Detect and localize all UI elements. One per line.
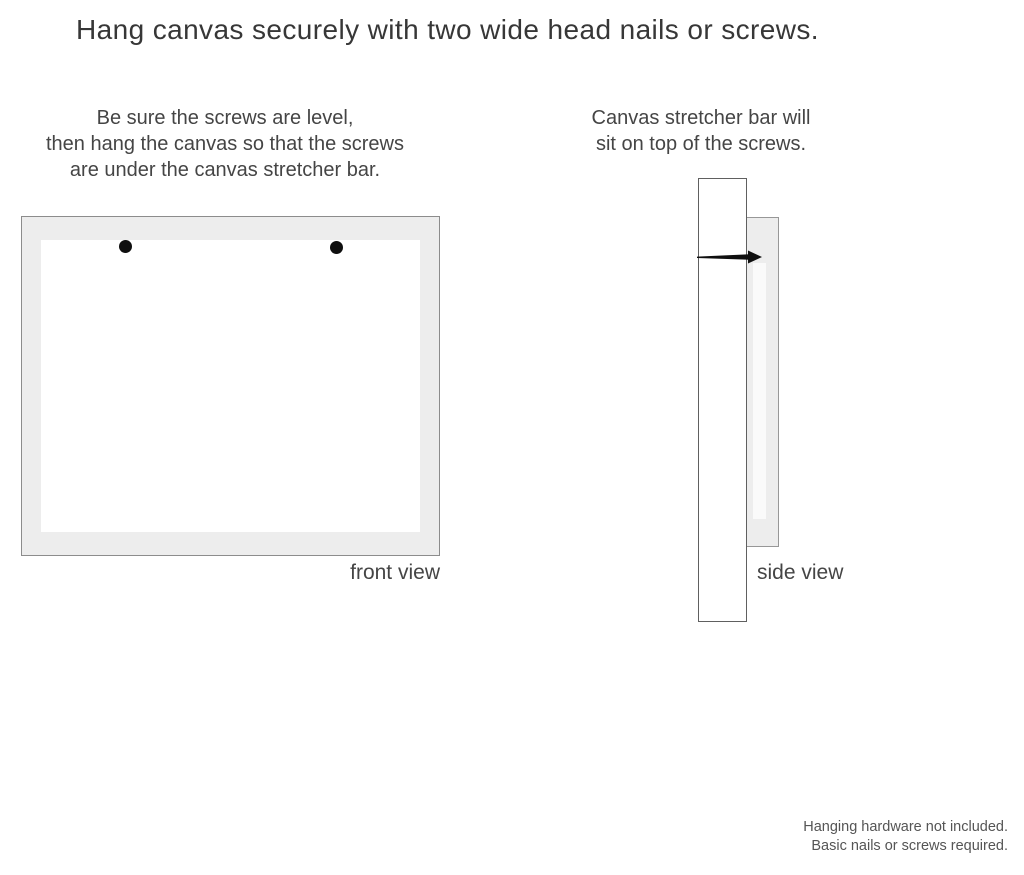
instruction-line: then hang the canvas so that the screws (46, 133, 404, 155)
instruction-line: Be sure the screws are level, (96, 107, 354, 129)
front-view-instructions: Be sure the screws are level, then hang … (20, 105, 430, 183)
instruction-line: sit on top of the screws. (595, 133, 807, 155)
side-view-canvas-profile (745, 217, 779, 547)
side-view-stretcher-bar (698, 178, 747, 622)
front-view-canvas-face (41, 240, 420, 532)
front-view-label: front view (350, 561, 440, 584)
screw-dot-icon (330, 241, 343, 254)
page-title: Hang canvas securely with two wide head … (76, 14, 819, 45)
hardware-note-line: Hanging hardware not included. (803, 819, 1008, 835)
hardware-note-line: Basic nails or screws required. (811, 837, 1008, 854)
side-view-instructions: Canvas stretcher bar will sit on top of … (556, 105, 846, 157)
side-view-label: side view (757, 561, 844, 584)
instruction-line: Canvas stretcher bar will (591, 107, 811, 129)
nail-icon (697, 250, 762, 264)
instruction-line: are under the canvas stretcher bar. (69, 159, 381, 181)
hardware-note: Hanging hardware not included. Basic nai… (803, 818, 1008, 855)
screw-dot-icon (119, 240, 132, 253)
side-view-canvas-face (753, 263, 766, 519)
front-view-canvas-frame (21, 216, 440, 556)
